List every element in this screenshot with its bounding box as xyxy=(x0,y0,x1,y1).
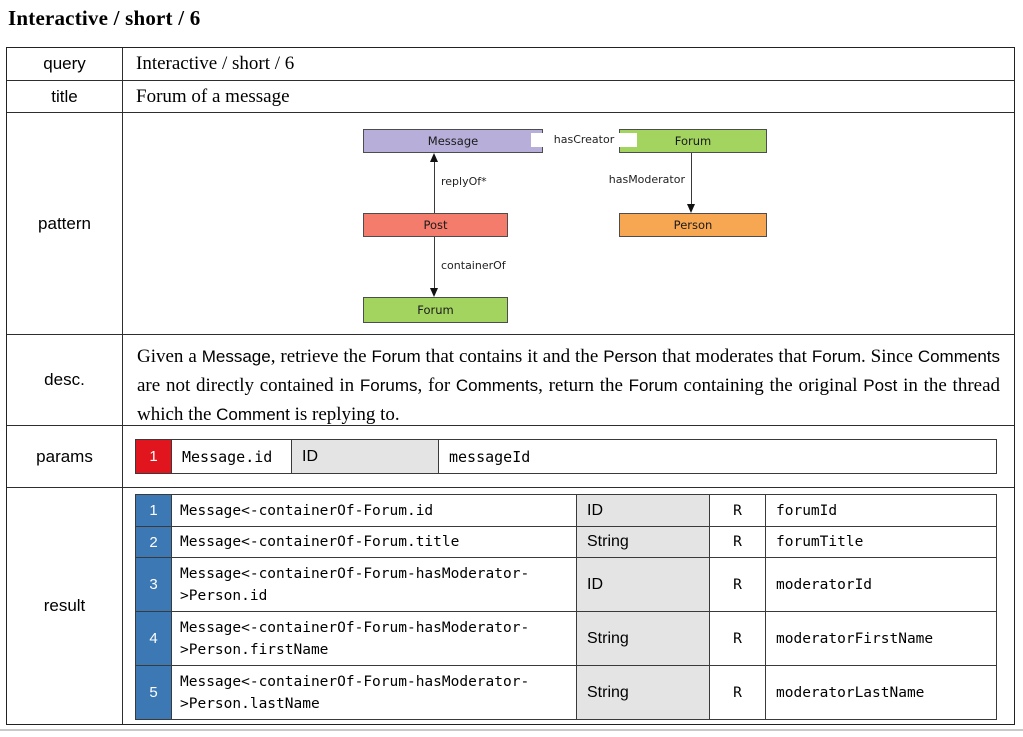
entity-name: Forum xyxy=(628,376,678,395)
result-number: 3 xyxy=(136,558,172,611)
result-number: 5 xyxy=(136,666,172,719)
edge-label-replyof: replyOf* xyxy=(441,175,487,188)
row-label-title: title xyxy=(7,81,123,112)
result-expression: Message<-containerOf-Forum-hasModerator-… xyxy=(172,666,577,719)
expression-line: Message<-containerOf-Forum-hasModerator- xyxy=(180,673,530,690)
node-message: Message xyxy=(363,129,543,153)
page-bottom-divider xyxy=(0,729,1023,731)
result-name: moderatorFirstName xyxy=(776,630,934,647)
entity-name: Forums xyxy=(359,376,418,395)
desc-text-segment: , for xyxy=(417,375,456,396)
entity-name: Forum xyxy=(811,347,861,366)
param-name: messageId xyxy=(449,447,531,466)
node-person: Person xyxy=(619,213,767,237)
row-label-query: query xyxy=(7,48,123,80)
entity-name: Person xyxy=(603,347,658,366)
expression-line: Message<-containerOf-Forum.title xyxy=(180,534,460,550)
title-value: Forum of a message xyxy=(136,85,290,107)
description-text: Given a Message, retrieve the Forum that… xyxy=(123,335,1014,429)
edge-line-containerof xyxy=(434,237,435,291)
edge-label-containerof: containerOf xyxy=(441,259,506,272)
result-number: 4 xyxy=(136,612,172,665)
node-post: Post xyxy=(363,213,508,237)
node-forum-bottom: Forum xyxy=(363,297,508,323)
expression-line: Message<-containerOf-Forum-hasModerator- xyxy=(180,619,530,636)
desc-text-segment: Given a xyxy=(137,346,202,367)
node-forum-top: Forum xyxy=(619,129,767,153)
desc-text-segment: that moderates that xyxy=(657,346,812,367)
edge-line-replyof xyxy=(434,159,435,213)
desc-text-segment: containing the original xyxy=(677,375,864,396)
result-flag: R xyxy=(710,558,766,611)
result-type: ID xyxy=(577,558,710,611)
expression-line: >Person.id xyxy=(180,587,268,604)
param-type: ID xyxy=(292,440,439,473)
params-table: 1 Message.id ID messageId xyxy=(135,439,997,474)
result-flag: R xyxy=(710,666,766,719)
query-value: Interactive / short / 6 xyxy=(136,53,295,74)
param-expression: Message.id xyxy=(172,440,292,473)
expression-line: >Person.firstName xyxy=(180,641,329,658)
result-expression: Message<-containerOf-Forum-hasModerator-… xyxy=(172,558,577,611)
arrowhead-down-icon xyxy=(687,204,695,213)
desc-text-segment: are not directly contained in xyxy=(137,375,360,396)
entity-name: Post xyxy=(863,376,898,395)
result-type: String xyxy=(577,527,710,557)
result-number: 2 xyxy=(136,527,172,557)
entity-name: Comments xyxy=(917,347,1000,366)
arrowhead-down-icon xyxy=(430,288,438,297)
row-label-desc: desc. xyxy=(7,335,123,425)
result-flag: R xyxy=(710,612,766,665)
expression-line: Message<-containerOf-Forum.id xyxy=(180,502,434,519)
pattern-diagram: Message Forum Post Person Forum hasCreat… xyxy=(123,113,1014,334)
result-type: String xyxy=(577,666,710,719)
result-number: 1 xyxy=(136,495,172,526)
result-flag: R xyxy=(710,527,766,557)
table-row: params 1 Message.id ID messageId xyxy=(7,425,1014,487)
query-spec-table: query Interactive / short / 6 title Foru… xyxy=(6,47,1015,725)
arrowhead-up-icon xyxy=(430,153,438,162)
edge-label-hascreator: hasCreator xyxy=(531,133,637,147)
desc-text-segment: in the thread which the xyxy=(137,375,1001,425)
expression-line: >Person.lastName xyxy=(180,695,320,712)
edge-line-hasmoderator xyxy=(691,153,692,207)
page-title: Interactive / short / 6 xyxy=(8,6,201,30)
entity-name: Forum xyxy=(371,347,421,366)
result-flag: R xyxy=(710,495,766,526)
result-name: moderatorId xyxy=(776,576,873,593)
result-expression: Message<-containerOf-Forum.title xyxy=(172,527,577,557)
edge-label-hasmoderator: hasModerator xyxy=(608,173,685,186)
row-label-params: params xyxy=(7,426,123,487)
desc-text-segment: that contains it and the xyxy=(420,346,604,367)
table-row: title Forum of a message xyxy=(7,80,1014,112)
entity-name: Message xyxy=(201,347,271,366)
result-name: forumTitle xyxy=(776,534,864,550)
param-number: 1 xyxy=(136,440,172,473)
row-label-result: result xyxy=(7,488,123,724)
entity-name: Comment xyxy=(216,405,290,424)
desc-text-segment: , return the xyxy=(538,375,629,396)
desc-text-segment: , retrieve the xyxy=(270,346,372,367)
result-type: String xyxy=(577,612,710,665)
table-row: query Interactive / short / 6 xyxy=(7,48,1014,80)
result-type: ID xyxy=(577,495,710,526)
expression-line: Message<-containerOf-Forum-hasModerator- xyxy=(180,565,530,582)
result-expression: Message<-containerOf-Forum-hasModerator-… xyxy=(172,612,577,665)
desc-text-segment: . Since xyxy=(860,346,918,367)
table-row: pattern Message Forum Post Person Forum … xyxy=(7,112,1014,334)
result-expression: Message<-containerOf-Forum.id xyxy=(172,495,577,526)
table-row: desc. Given a Message, retrieve the Foru… xyxy=(7,334,1014,425)
row-label-pattern: pattern xyxy=(7,113,123,334)
result-name: forumId xyxy=(776,502,838,519)
desc-text-segment: is replying to. xyxy=(289,404,400,425)
entity-name: Comments xyxy=(455,376,539,395)
result-name: moderatorLastName xyxy=(776,684,925,701)
